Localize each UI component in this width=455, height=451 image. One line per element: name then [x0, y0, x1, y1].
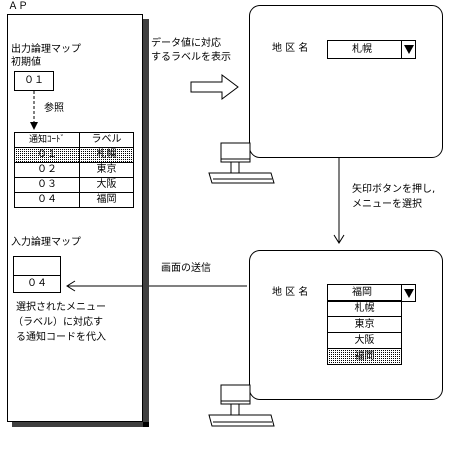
input-value-box: ０４ — [13, 256, 61, 293]
output-map-title: 出力論理マップ — [11, 44, 81, 55]
display-caption-line: データ値に対応 — [151, 38, 221, 49]
input-map-title: 入力論理マップ — [11, 237, 81, 248]
code-label-table: 通知ｺｰﾄﾞ ラベル ０１ 札幌 ０２ 東京 ０３ 大阪 ０４ 福岡 — [14, 132, 134, 208]
menu-item[interactable]: 大阪 — [327, 332, 402, 349]
bottom-dropdown-value: 福岡 — [352, 287, 372, 298]
table-row: ０１ 札幌 — [14, 147, 134, 163]
table-cell-label: 大阪 — [79, 177, 134, 193]
ap-panel-shadow-bottom — [12, 422, 149, 427]
table-row: ０４ 福岡 — [14, 192, 134, 208]
caption-line: 選択されたメニュー — [16, 302, 106, 313]
top-dropdown-button[interactable] — [401, 41, 415, 58]
initial-value-box: ０１ — [14, 71, 54, 91]
reference-label: 参照 — [44, 103, 64, 114]
ap-label: ＡＰ — [8, 1, 28, 12]
caption-line: る通知コードを代入 — [16, 332, 106, 343]
menu-item[interactable]: 札幌 — [327, 300, 402, 317]
select-arrow — [333, 158, 345, 244]
bottom-dropdown[interactable]: 福岡 — [327, 284, 416, 302]
dropdown-menu: 札幌 東京 大阪 福岡 — [327, 300, 402, 365]
send-arrow — [66, 280, 247, 292]
ap-panel-shadow-right — [143, 19, 149, 427]
reference-arrow — [30, 91, 38, 130]
triangle-down-icon — [404, 289, 414, 298]
triangle-down-icon — [404, 45, 414, 54]
initial-value-label: 初期値 — [11, 57, 41, 68]
menu-item[interactable]: 東京 — [327, 316, 402, 333]
table-cell-label: 札幌 — [79, 147, 134, 163]
top-field-label: 地 区 名 — [272, 43, 309, 54]
top-dropdown[interactable]: 札幌 — [327, 40, 416, 59]
table-cell-code: ０３ — [14, 177, 80, 193]
table-header-label: ラベル — [79, 132, 134, 148]
bottom-dropdown-button[interactable] — [401, 285, 415, 301]
display-arrow — [190, 74, 239, 100]
table-cell-code: ０４ — [14, 192, 80, 208]
input-value: ０４ — [27, 278, 47, 289]
table-header-code: 通知ｺｰﾄﾞ — [14, 132, 80, 148]
initial-value: ０１ — [24, 75, 44, 86]
screen-top — [249, 5, 443, 158]
select-caption-line: 矢印ボタンを押し, — [352, 184, 436, 195]
table-cell-label: 東京 — [79, 162, 134, 178]
caption-line: （ラベル）に対応す — [13, 317, 103, 328]
table-row: ０２ 東京 — [14, 162, 134, 178]
table-row: ０３ 大阪 — [14, 177, 134, 193]
table-cell-code: ０２ — [14, 162, 80, 178]
computer-base-bottom — [208, 384, 275, 427]
table-header-row: 通知ｺｰﾄﾞ ラベル — [14, 132, 134, 148]
select-caption-line: メニューを選択 — [352, 199, 422, 210]
table-cell-label: 福岡 — [79, 192, 134, 208]
send-caption: 画面の送信 — [161, 263, 211, 274]
computer-base-top — [208, 142, 275, 184]
table-cell-code: ０１ — [14, 147, 80, 163]
display-caption-line: するラベルを表示 — [151, 52, 231, 63]
input-value-divider — [14, 275, 60, 276]
top-dropdown-value: 札幌 — [352, 44, 372, 55]
menu-item-selected[interactable]: 福岡 — [327, 348, 402, 365]
bottom-field-label: 地 区 名 — [272, 287, 309, 298]
